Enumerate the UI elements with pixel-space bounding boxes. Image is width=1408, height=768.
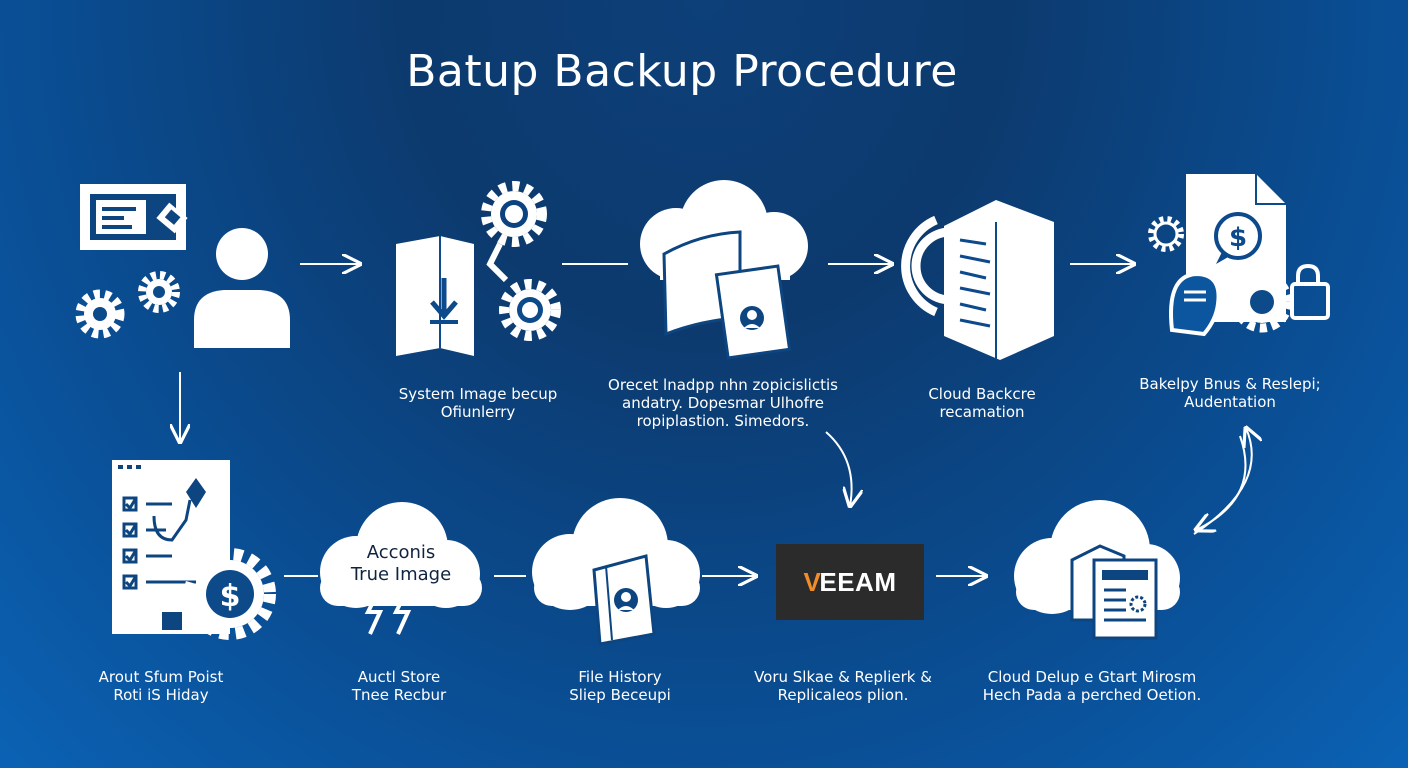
caption-line: System Image becup (398, 385, 558, 403)
gear-icon (75, 289, 125, 339)
system-image-icon (396, 181, 561, 356)
flow-arrow-curved (1196, 435, 1247, 530)
caption-line: recamation (939, 403, 1025, 421)
caption-line: Orecet lnadpp nhn zopicislictis (608, 376, 838, 394)
cloud-folder-icon (640, 180, 808, 360)
caption-line: ropiplastion. Simedors. (636, 412, 810, 430)
billing-document-icon: $ (1148, 174, 1330, 337)
checklist-icon: $ (112, 460, 276, 640)
file-history-cloud-icon (532, 498, 700, 646)
acconis-cloud-icon (320, 502, 482, 635)
head-icon (1169, 271, 1221, 337)
cloud-delup-caption: Cloud Delup e Gtart Mirosm Hech Pada a p… (970, 668, 1214, 704)
acconis-caption: Auctl Store Tnee Recbur (326, 668, 472, 704)
dollar-gear-icon: $ (184, 548, 276, 640)
caption-line: Cloud Backcre (928, 385, 1036, 403)
arout-caption: Arout Sfum Poist Roti iS Hiday (76, 668, 246, 704)
caption-line: Roti iS Hiday (113, 686, 209, 704)
cloud-server-icon (1014, 500, 1180, 640)
caption-line: andatry. Dopesmar Ulhofre (622, 394, 824, 412)
caption-line: Ofiunlerry (440, 403, 516, 421)
caption-line: Voru Slkae & Replierk & (754, 668, 932, 686)
server-icon (901, 200, 1054, 360)
caption-line: Sliep Beceupi (569, 686, 671, 704)
acconis-product: True Image (350, 564, 452, 585)
bakelpy-caption: Bakelpy Bnus & Reslepi; Audentation (1130, 375, 1330, 411)
lock-icon (1290, 263, 1330, 320)
veeam-logo-text: EEAM (819, 566, 897, 597)
orecet-caption: Orecet lnadpp nhn zopicislictis andatry.… (600, 376, 846, 430)
gear-icon (1231, 271, 1293, 333)
veeam-caption: Voru Slkae & Replierk & Replicaleos plio… (738, 668, 948, 704)
file-history-caption: File History Sliep Beceupi (540, 668, 700, 704)
system-image-caption: System Image becup Ofiunlerry (378, 385, 578, 421)
caption-line: Replicaleos plion. (777, 686, 909, 704)
caption-line: Hech Pada a perched Oetion. (982, 686, 1202, 704)
page-title: Batup Backup Procedure (406, 46, 958, 97)
caption-line: Cloud Delup e Gtart Mirosm (987, 668, 1197, 686)
user-admin-icon (75, 184, 290, 348)
gear-icon (499, 279, 561, 341)
gear-icon (138, 271, 180, 313)
caption-line: Arout Sfum Poist (98, 668, 224, 686)
svg-text:$: $ (220, 579, 241, 614)
caption-line: Audentation (1184, 393, 1276, 411)
acconis-cloud-label: Acconis True Image (330, 542, 472, 586)
svg-text:$: $ (1229, 223, 1247, 253)
caption-line: Auctl Store (357, 668, 441, 686)
flow-arrow-curved (825, 431, 852, 506)
gear-icon (1148, 216, 1184, 252)
gear-icon (481, 181, 547, 247)
caption-line: Bakelpy Bnus & Reslepi; (1139, 375, 1321, 393)
caption-line: Tnee Recbur (351, 686, 447, 704)
veeam-logo-mark: V (803, 566, 822, 597)
acconis-name: Acconis (366, 542, 436, 563)
caption-line: File History (578, 668, 662, 686)
cloud-backcre-caption: Cloud Backcre recamation (900, 385, 1064, 421)
